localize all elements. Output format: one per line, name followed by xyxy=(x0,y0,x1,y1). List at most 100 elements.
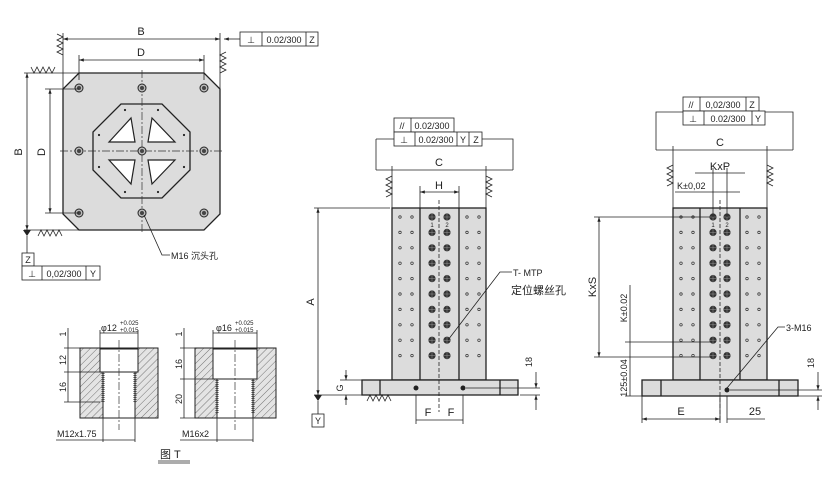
small-hole xyxy=(691,230,695,234)
callout-3-m16: 3-M16 xyxy=(786,323,812,333)
small-hole xyxy=(745,292,749,296)
small-hole xyxy=(679,276,683,281)
fcf-tolerance: 0.02/300 xyxy=(710,114,745,124)
datum-triangle-icon xyxy=(314,395,322,401)
top-view: B D B D ⊥ 0.02/300 Z Z ⊥ xyxy=(13,26,319,281)
small-hole xyxy=(477,246,481,250)
small-hole xyxy=(410,261,414,265)
small-hole xyxy=(477,338,481,342)
dim-D-horizontal: D xyxy=(137,47,145,59)
small-hole xyxy=(465,246,469,250)
fcf-datum: Y xyxy=(755,114,761,124)
small-hole xyxy=(410,338,414,342)
small-hole xyxy=(465,276,469,281)
datum-support-icon xyxy=(37,229,63,237)
side-view: 1 2 // 0,02/300 Z ⊥ 0.02/300 Y C KxP K±0… xyxy=(587,96,822,423)
small-hole xyxy=(465,307,469,311)
dim-thread: 20 xyxy=(174,394,184,404)
dim-A: A xyxy=(305,298,317,306)
small-hole xyxy=(757,323,761,327)
counterbore-hole xyxy=(74,146,84,156)
dim-counterbore: 12 xyxy=(58,355,68,365)
small-hole xyxy=(745,230,749,234)
small-hole xyxy=(757,261,761,265)
small-hole xyxy=(745,338,749,342)
small-hole xyxy=(477,215,481,219)
small-hole xyxy=(410,323,414,327)
small-hole xyxy=(757,230,761,234)
fcf-bottom: Z ⊥ 0,02/300 Y xyxy=(21,252,101,281)
small-hole xyxy=(757,276,761,281)
small-hole xyxy=(410,292,414,296)
tol-upper: +0.025 xyxy=(235,321,254,327)
section-view-m16: 1 16 20 φ16 +0.025 +0.015 M16x2 xyxy=(174,321,277,442)
dim-25: 25 xyxy=(749,406,761,418)
small-hole xyxy=(410,230,414,234)
small-hole xyxy=(679,292,683,296)
small-hole xyxy=(679,323,683,327)
figure-caption: 图 T xyxy=(160,448,181,461)
counterbore-hole xyxy=(199,146,209,156)
dim-counterbore: 16 xyxy=(174,359,184,369)
parallelism-icon: // xyxy=(688,100,694,110)
small-hole xyxy=(679,353,683,358)
small-hole xyxy=(757,246,761,250)
small-hole xyxy=(745,246,749,250)
small-hole xyxy=(398,246,402,250)
small-hole xyxy=(691,292,695,296)
small-hole xyxy=(679,307,683,311)
datum-triangle-icon xyxy=(23,230,31,236)
small-hole xyxy=(477,353,481,358)
datum-support-icon xyxy=(666,164,674,187)
diameter: φ12 xyxy=(101,323,117,333)
dim-B-horizontal: B xyxy=(137,26,144,38)
small-hole xyxy=(410,353,414,358)
fcf-datum: Z xyxy=(749,100,755,110)
small-hole xyxy=(691,323,695,327)
small-hole xyxy=(398,338,402,342)
perpendicularity-icon: ⊥ xyxy=(400,135,408,145)
triangular-cutouts xyxy=(107,116,177,186)
fcf-tolerance: 0.02/300 xyxy=(414,121,449,131)
dim-K-vertical: K±0.02 xyxy=(619,294,629,322)
small-hole xyxy=(477,323,481,327)
diameter: φ16 xyxy=(216,323,232,333)
datum-support-icon xyxy=(485,175,493,198)
small-hole xyxy=(691,338,695,342)
small-hole xyxy=(156,190,160,194)
dim-C: C xyxy=(435,157,443,169)
dim-18: 18 xyxy=(524,357,534,367)
perpendicularity-icon: ⊥ xyxy=(689,114,697,124)
small-hole xyxy=(757,307,761,311)
thread-spec: M16x2 xyxy=(182,429,209,439)
small-hole xyxy=(477,307,481,311)
small-hole xyxy=(477,261,481,265)
small-hole xyxy=(97,165,101,169)
small-hole xyxy=(410,307,414,311)
counterbore-hole xyxy=(137,83,147,93)
small-hole xyxy=(477,230,481,234)
fcf-datum: Y xyxy=(460,135,466,145)
datum-label: Z xyxy=(25,255,31,265)
callout-m16-counterbore: M16 沉头孔 xyxy=(171,251,218,261)
perpendicularity-icon: ⊥ xyxy=(28,269,36,279)
datum-support-icon xyxy=(766,164,774,187)
datum-support-icon xyxy=(56,33,64,56)
dim-D-vertical: D xyxy=(36,148,48,156)
dim-H: H xyxy=(435,180,443,192)
counterbore-hole xyxy=(74,83,84,93)
hole-grid xyxy=(679,213,761,360)
dim-top: 1 xyxy=(174,331,184,336)
perpendicularity-icon: ⊥ xyxy=(247,35,255,45)
small-hole xyxy=(679,230,683,234)
counterbore-holes xyxy=(74,83,209,218)
small-hole xyxy=(156,108,160,112)
callout-locating-screw-hole: 定位螺丝孔 xyxy=(511,283,566,297)
counterbore-hole xyxy=(199,83,209,93)
datum-support-icon xyxy=(385,175,393,198)
dim-top: 1 xyxy=(58,331,68,336)
fcf-tolerance: 0.02/300 xyxy=(418,135,453,145)
tol-lower: +0.015 xyxy=(235,328,254,334)
dim-KxS: KxS xyxy=(587,277,599,297)
small-hole xyxy=(477,276,481,281)
